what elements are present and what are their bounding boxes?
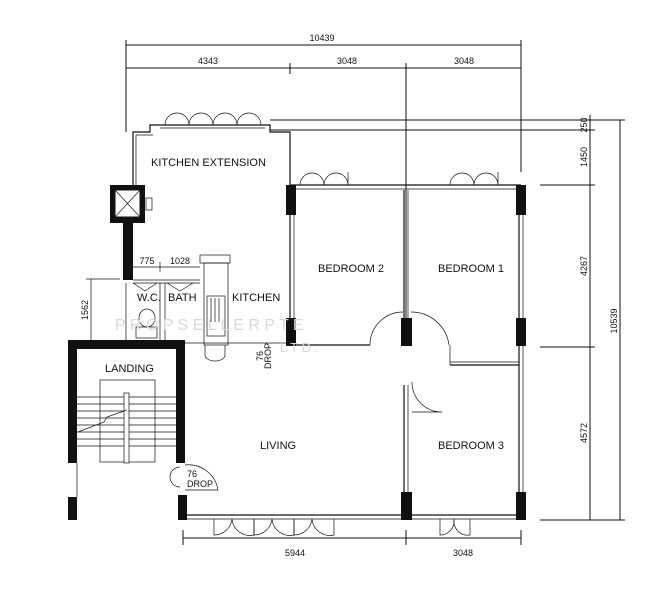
- window-kitchen-extension: [160, 112, 265, 129]
- room-label-landing: LANDING: [105, 363, 154, 375]
- entrance-drop-value: 76: [187, 469, 197, 479]
- room-label-kitchen-extension: KITCHEN EXTENSION: [151, 157, 266, 169]
- dim-right-1450: 1450: [579, 147, 589, 167]
- dim-right-250: 250: [579, 117, 589, 132]
- dim-right-total: 10539: [609, 308, 619, 333]
- dim-wc-775: 775: [139, 256, 154, 266]
- dim-bath-1028: 1028: [170, 256, 190, 266]
- structural-columns: [68, 185, 526, 520]
- dim-top-2: 3048: [337, 56, 357, 66]
- entrance-drop-label: DROP: [187, 479, 213, 489]
- watermark-line1: P R O P S E L L E R P T E: [115, 317, 304, 334]
- dim-bottom-3048: 3048: [453, 548, 473, 558]
- dim-right-4572: 4572: [579, 423, 589, 443]
- dim-top-1: 4343: [198, 56, 218, 66]
- bedroom-walls: [289, 172, 524, 520]
- wet-areas: 775 1028 W.C. BATH KITCHEN 76 DROP: [125, 254, 290, 369]
- dim-right-4267: 4267: [579, 256, 589, 276]
- dim-top-3: 3048: [454, 56, 474, 66]
- bottom-dimensions: 5944 3048: [182, 530, 522, 558]
- right-dimensions: 250 1450 4267 4572 10539: [270, 115, 625, 521]
- landing-stair: LANDING 76 DROP: [68, 340, 219, 497]
- kitchen-drop-value: 76: [255, 351, 265, 361]
- dim-bottom-5944: 5944: [285, 548, 305, 558]
- room-label-bedroom-1: BEDROOM 1: [438, 263, 504, 275]
- living-bottom-wall: [187, 514, 519, 536]
- kitchen-drop-label: DROP: [263, 343, 273, 369]
- room-label-wc: W.C.: [137, 292, 161, 304]
- room-label-bedroom-3: BEDROOM 3: [438, 440, 504, 452]
- room-label-living: LIVING: [260, 440, 296, 452]
- room-label-kitchen: KITCHEN: [232, 292, 280, 304]
- room-label-bedroom-2: BEDROOM 2: [318, 263, 384, 275]
- dim-left-1562: 1562: [80, 300, 90, 320]
- service-shaft: [110, 185, 153, 280]
- room-label-bath: BATH: [168, 292, 197, 304]
- dim-1562-group: 1562: [80, 278, 120, 340]
- kitchen-extension: [132, 112, 291, 185]
- dim-top-total: 10439: [309, 33, 334, 43]
- top-dimensions: 10439 4343 3048 3048: [125, 33, 522, 340]
- watermark-line2: L T D .: [280, 340, 318, 355]
